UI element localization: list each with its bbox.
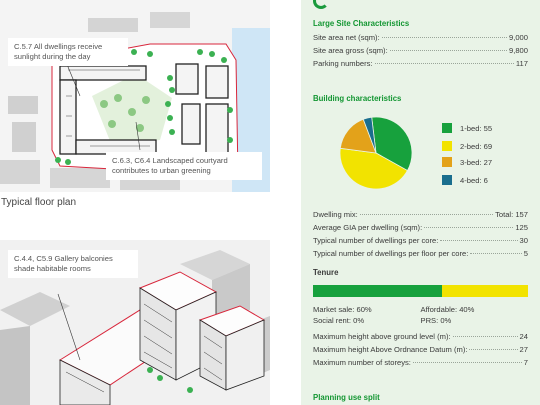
- callout-sunlight: C.5.7 All dwellings receive sunlight dur…: [8, 38, 128, 66]
- row-value: 5: [523, 249, 528, 258]
- dwelling-mix-pie-chart: [337, 112, 415, 194]
- mix-row: Typical number of dwellings per core: 30: [313, 236, 528, 247]
- isometric-drawing: [0, 250, 270, 405]
- row-label: Site area gross (sqm):: [313, 46, 388, 55]
- tenure-social-rent: Social rent: 0%: [313, 316, 365, 325]
- height-row: Maximum number of storeys: 7: [313, 358, 528, 369]
- legend-swatch: [442, 157, 452, 167]
- building-characteristics-title: Building characteristics: [313, 94, 402, 103]
- tenure-affordable-segment: [442, 285, 528, 297]
- legend-item: 3-bed: 27: [442, 157, 492, 167]
- legend-swatch: [442, 123, 452, 133]
- legend-item: 1-bed: 55: [442, 123, 492, 133]
- site-row: Site area gross (sqm): 9,800: [313, 46, 528, 57]
- tenure-market-segment: [313, 285, 442, 297]
- pie-slice-4-bed: [362, 116, 377, 154]
- row-label: Typical number of dwellings per floor pe…: [313, 249, 469, 258]
- tenure-row: Market sale: 60% Affordable: 40%: [313, 305, 528, 314]
- pie-svg: [339, 116, 413, 190]
- row-label: Dwelling mix:: [313, 210, 358, 219]
- legend-item: 2-bed: 69: [442, 141, 492, 151]
- row-label: Maximum height Above Ordnance Datum (m):: [313, 345, 468, 354]
- row-value: 27: [519, 345, 528, 354]
- tenure-title: Tenure: [313, 268, 339, 277]
- tenure-market-sale: Market sale: 60%: [313, 305, 372, 314]
- row-value: 30: [519, 236, 528, 245]
- row-label: Typical number of dwellings per core:: [313, 236, 439, 245]
- row-value: 117: [515, 59, 528, 68]
- row-label: Average GIA per dwelling (sqm):: [313, 223, 423, 232]
- height-row: Maximum height Above Ordnance Datum (m):…: [313, 345, 528, 356]
- site-characteristics-title: Large Site Characteristics: [313, 19, 410, 28]
- pie-slice-1-bed: [371, 116, 413, 172]
- row-label: Site area net (sqm):: [313, 33, 380, 42]
- floor-plan-drawing: [0, 12, 270, 192]
- pie-slice-2-bed: [339, 147, 408, 190]
- left-column: C.5.7 All dwellings receive sunlight dur…: [0, 0, 270, 405]
- mix-row: Dwelling mix: Total: 157: [313, 210, 528, 221]
- tenure-bar: [313, 285, 528, 297]
- site-row: Site area net (sqm): 9,000: [313, 33, 528, 44]
- logo-ring-icon: [313, 0, 329, 9]
- characteristics-panel: Large Site Characteristics Site area net…: [301, 0, 540, 405]
- row-label: Parking numbers:: [313, 59, 373, 68]
- site-row: Parking numbers: 117: [313, 59, 528, 70]
- legend-label: 3-bed: 27: [460, 157, 493, 167]
- row-value: 9,000: [508, 33, 528, 42]
- floor-plan-caption: Typical floor plan: [1, 197, 77, 208]
- legend-swatch: [442, 175, 452, 185]
- tenure-prs: PRS: 0%: [420, 316, 452, 325]
- callout-balconies: C.4.4, C5.9 Gallery balconies shade habi…: [8, 250, 138, 278]
- row-value: 125: [515, 223, 528, 232]
- legend-label: 1-bed: 55: [460, 123, 493, 133]
- isometric-view-image: C.4.4, C5.9 Gallery balconies shade habi…: [0, 240, 270, 405]
- legend-item: 4-bed: 6: [442, 175, 488, 185]
- mix-row: Average GIA per dwelling (sqm): 125: [313, 223, 528, 234]
- callout-courtyard: C.6.3, C6.4 Landscaped courtyard contrib…: [106, 152, 262, 180]
- legend-label: 4-bed: 6: [460, 175, 488, 185]
- tenure-affordable: Affordable: 40%: [420, 305, 475, 314]
- mix-row: Typical number of dwellings per floor pe…: [313, 249, 528, 260]
- planning-use-split-title: Planning use split: [313, 393, 380, 402]
- row-value: 24: [519, 332, 528, 341]
- row-label: Maximum number of storeys:: [313, 358, 411, 367]
- legend-label: 2-bed: 69: [460, 141, 493, 151]
- tenure-row: Social rent: 0% PRS: 0%: [313, 316, 528, 325]
- row-value: Total: 157: [495, 210, 528, 219]
- row-label: Maximum height above ground level (m):: [313, 332, 451, 341]
- legend-swatch: [442, 141, 452, 151]
- height-row: Maximum height above ground level (m): 24: [313, 332, 528, 343]
- floor-plan-image: C.5.7 All dwellings receive sunlight dur…: [0, 0, 270, 192]
- row-value: 9,800: [508, 46, 528, 55]
- row-value: 7: [523, 358, 528, 367]
